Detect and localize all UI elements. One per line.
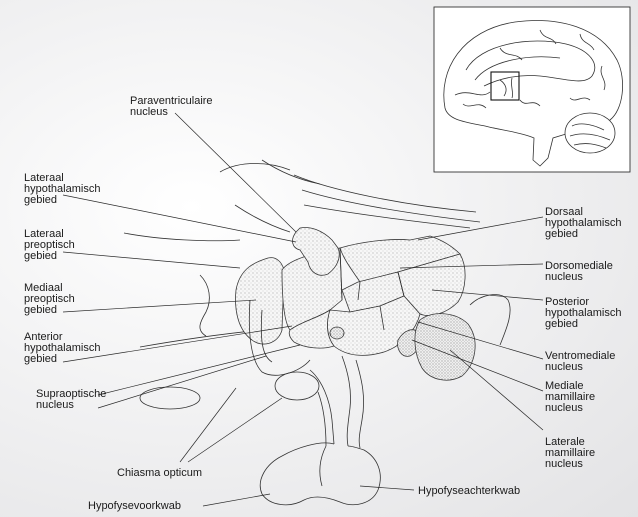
- label-lateral-preoptic-area: Lateraal preoptisch gebied: [24, 229, 75, 262]
- label-supraoptic-nucleus: Supraoptische nucleus: [36, 389, 106, 411]
- label-posterior-pituitary: Hypofyseachterkwab: [418, 486, 520, 497]
- label-optic-chiasm: Chiasma opticum: [117, 468, 202, 479]
- label-anterior-pituitary: Hypofysevoorkwab: [88, 501, 181, 512]
- brain-inset: [434, 7, 630, 172]
- label-posterior-hypothalamic-area: Posterior hypothalamisch gebied: [545, 297, 621, 330]
- optic-chiasm-shape: [140, 387, 200, 409]
- hypothalamus-nuclei: [236, 228, 476, 381]
- label-dorsomedial-nucleus: Dorsomediale nucleus: [545, 261, 613, 283]
- label-medial-preoptic-area: Mediaal preoptisch gebied: [24, 283, 75, 316]
- label-anterior-hypothalamic-area: Anterior hypothalamisch gebied: [24, 332, 100, 365]
- suprachiasmatic-nucleus: [330, 327, 344, 339]
- label-ventromedial-nucleus: Ventromediale nucleus: [545, 351, 615, 373]
- label-paraventricular-nucleus: Paraventriculaire nucleus: [130, 96, 213, 118]
- label-lateral-hypothalamic-area: Lateraal hypothalamisch gebied: [24, 173, 100, 206]
- supraoptic-nucleus-shape: [275, 372, 319, 400]
- label-dorsal-hypothalamic-area: Dorsaal hypothalamisch gebied: [545, 207, 621, 240]
- label-lateral-mamillary-nucleus: Laterale mamillaire nucleus: [545, 437, 595, 470]
- label-medial-mamillary-nucleus: Mediale mamillaire nucleus: [545, 381, 595, 414]
